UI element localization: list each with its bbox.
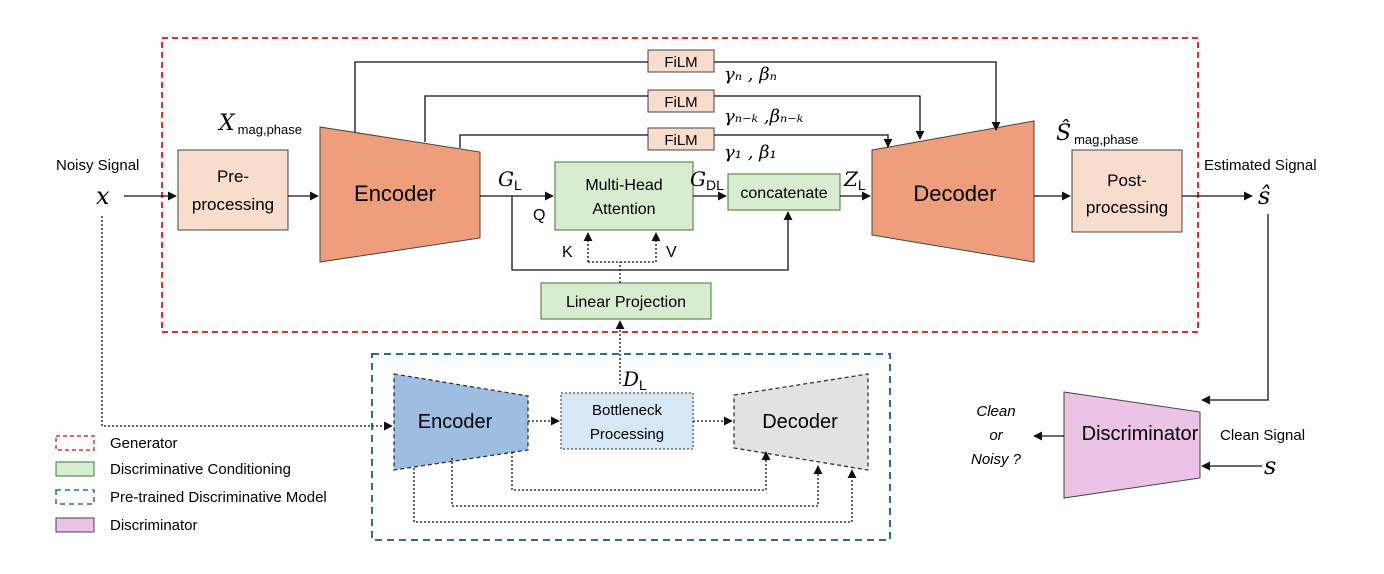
gl-label: GL — [498, 167, 522, 193]
decision-line-1: Clean — [976, 403, 1015, 420]
film-label-3: FiLM — [664, 132, 697, 149]
postprocessing-label-2: processing — [1086, 198, 1168, 217]
decoder-block — [871, 120, 1035, 263]
legend-swatch-generator — [55, 435, 95, 451]
noisy-signal-label: Noisy Signal — [56, 157, 139, 174]
skip-line-1 — [354, 61, 648, 132]
mha-label-1: Multi-Head — [585, 177, 662, 194]
estimated-symbol: ŝ — [1258, 182, 1270, 210]
skip-line-1b — [714, 61, 1001, 131]
multi-head-attention-box — [554, 161, 694, 231]
postprocessing-box — [1071, 149, 1183, 233]
v-label: V — [666, 244, 677, 261]
legend-swatch-discriminator — [55, 517, 95, 533]
discriminator-label: Discriminator — [1082, 423, 1199, 445]
dl-label: DL — [622, 367, 647, 393]
legend-swatch-conditioning — [55, 461, 95, 477]
film-params-3: γ₁ , β₁ — [724, 142, 777, 163]
film-box-3 — [647, 127, 715, 151]
gdl-label: GDL — [690, 167, 724, 193]
zl-label: ZL — [843, 167, 866, 193]
skip-line-3 — [459, 134, 648, 148]
pretrained-decoder-block — [733, 373, 869, 471]
pretrained-decoder-label: Decoder — [762, 411, 838, 433]
postprocessing-label-1: Post- — [1107, 171, 1147, 190]
skip-line-2 — [424, 95, 648, 142]
legend-label-conditioning: Discriminative Conditioning — [110, 461, 291, 478]
film-box-1 — [647, 49, 715, 73]
film-box-2 — [647, 89, 715, 113]
preprocessing-label-1: Pre- — [217, 167, 249, 186]
discriminator-block — [1063, 391, 1201, 499]
generator-frame — [161, 37, 1199, 333]
pre-skip-1 — [511, 451, 771, 491]
k-label: K — [562, 244, 573, 261]
preprocessing-label-2: processing — [192, 195, 274, 214]
bottleneck-label-1: Bottleneck — [592, 402, 663, 419]
legend-label-discriminator: Discriminator — [110, 517, 198, 534]
film-params-1: γₙ , βₙ — [724, 64, 777, 85]
encoder-label: Encoder — [354, 181, 436, 206]
legend-swatch-pretrained — [55, 489, 95, 505]
estimated-signal-label: Estimated Signal — [1204, 157, 1317, 174]
encoder-block — [319, 126, 481, 263]
decision-line-2: or — [989, 427, 1003, 444]
preprocessing-box — [177, 149, 289, 231]
film-label-2: FiLM — [664, 94, 697, 111]
pre-skip-3 — [413, 468, 857, 523]
clean-signal-label: Clean Signal — [1220, 427, 1305, 444]
pre-skip-2 — [451, 458, 823, 507]
legend-label-generator: Generator — [110, 435, 178, 452]
film-params-2: γₙ₋ₖ ,βₙ₋ₖ — [724, 106, 804, 127]
estimate-to-disc — [1201, 214, 1269, 405]
pretrained-encoder-block — [393, 373, 529, 471]
film-label-1: FiLM — [664, 54, 697, 71]
mha-label-2: Attention — [592, 201, 655, 218]
bottleneck-label-2: Processing — [590, 426, 664, 443]
concatenate-label: concatenate — [740, 185, 827, 202]
linear-projection-label: Linear Projection — [566, 294, 686, 311]
skip-line-3b — [714, 134, 893, 148]
clean-symbol: s — [1264, 452, 1276, 480]
concatenate-box — [727, 173, 841, 211]
x-to-pretrained-dotted — [101, 216, 393, 431]
skip-line-2b — [714, 95, 925, 140]
decision-line-3: Noisy ? — [971, 451, 1022, 468]
residual-line — [511, 196, 793, 271]
legend-label-pretrained: Pre-trained Discriminative Model — [110, 489, 327, 506]
noisy-symbol: x — [96, 182, 110, 210]
pretrained-encoder-label: Encoder — [418, 411, 493, 433]
decoder-label: Decoder — [913, 181, 996, 206]
pretrained-frame — [371, 353, 891, 541]
linear-projection-box — [540, 282, 712, 320]
q-label: Q — [533, 207, 545, 224]
